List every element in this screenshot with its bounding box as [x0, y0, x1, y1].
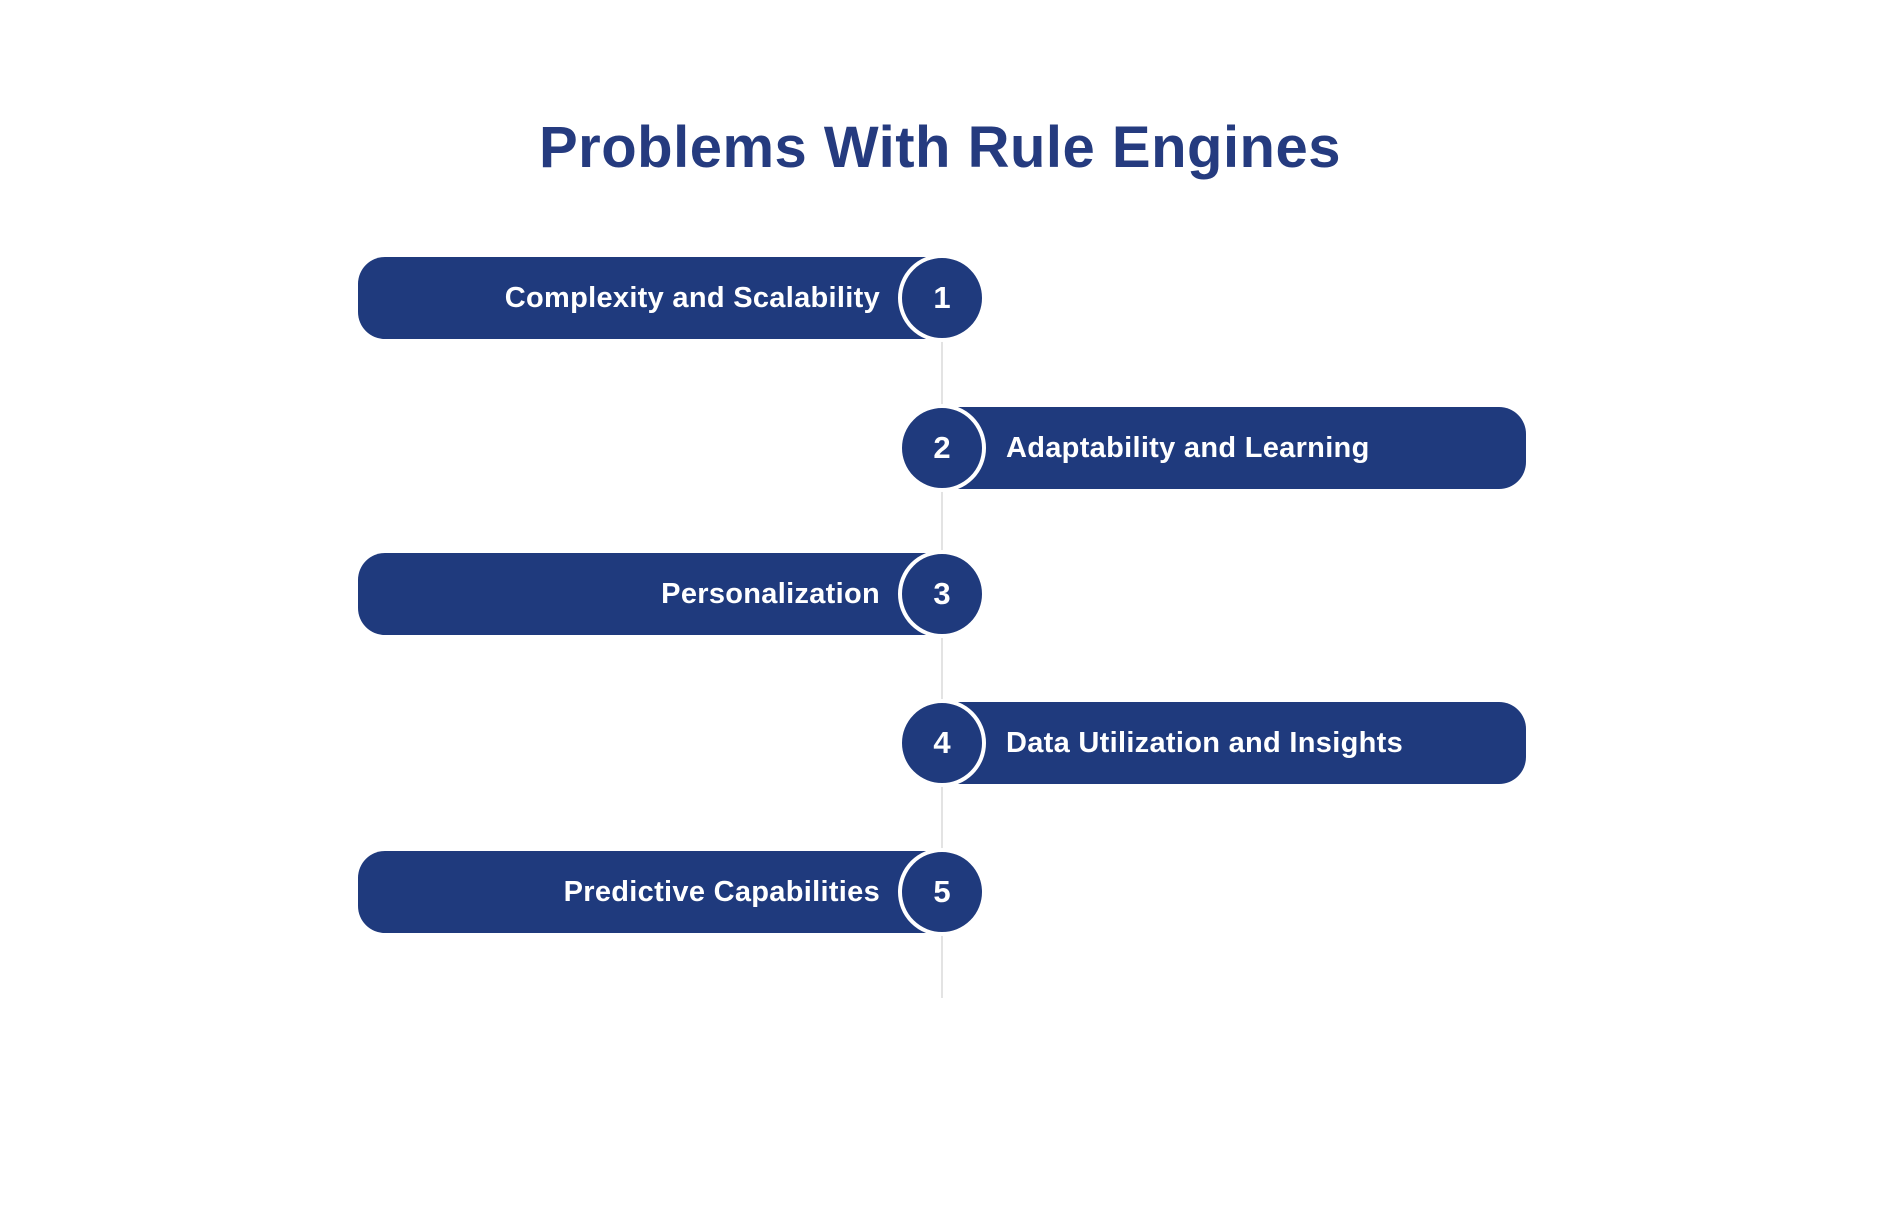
item-number-badge: 1: [898, 254, 986, 342]
item-bar: Personalization: [358, 553, 944, 635]
item-number-badge: 5: [898, 848, 986, 936]
item-number: 3: [933, 576, 951, 611]
item-number: 5: [933, 874, 951, 909]
item-number-badge: 3: [898, 550, 986, 638]
timeline-connector-line: [941, 298, 943, 998]
item-bar: Complexity and Scalability: [358, 257, 944, 339]
item-number-badge: 4: [898, 699, 986, 787]
item-number-badge: 2: [898, 404, 986, 492]
item-label: Personalization: [661, 577, 880, 610]
item-label: Predictive Capabilities: [563, 875, 880, 908]
item-label: Complexity and Scalability: [504, 281, 880, 314]
item-bar: Data Utilization and Insights: [940, 702, 1526, 784]
item-bar: Adaptability and Learning: [940, 407, 1526, 489]
page-title: Problems With Rule Engines: [538, 114, 1342, 180]
item-number: 1: [933, 280, 951, 315]
item-number: 2: [933, 430, 951, 465]
item-label: Adaptability and Learning: [1006, 431, 1370, 464]
item-number: 4: [933, 725, 951, 760]
item-label: Data Utilization and Insights: [1006, 726, 1403, 759]
item-bar: Predictive Capabilities: [358, 851, 944, 933]
